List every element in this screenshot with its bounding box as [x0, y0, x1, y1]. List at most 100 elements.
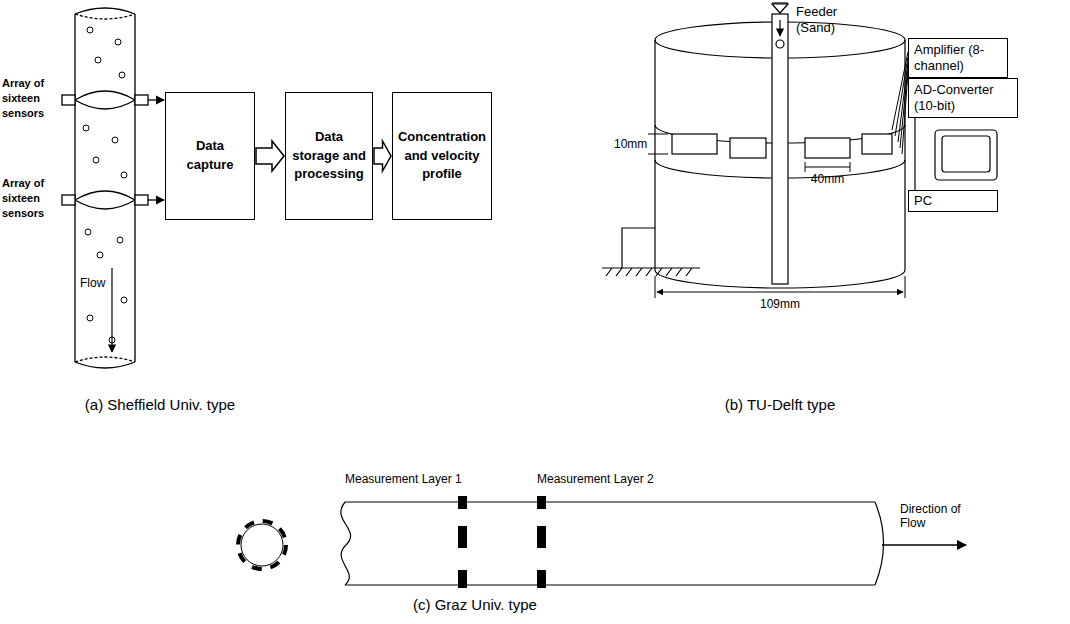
block-arrow	[256, 141, 284, 171]
node-text: Concentration and velocity profile	[398, 128, 486, 185]
layer-label: Measurement Layer 2	[537, 472, 667, 486]
pipe	[341, 502, 884, 585]
signal-wires	[900, 67, 908, 148]
bubbles	[85, 229, 91, 235]
signal-wires	[898, 62, 908, 142]
feeder-pipe	[772, 14, 788, 284]
sensor-array	[135, 195, 148, 205]
node-text: Amplifier (8-channel)	[914, 42, 1002, 73]
flow-arrow	[111, 268, 112, 352]
node-text: PC	[914, 193, 932, 209]
sensor-array	[62, 91, 148, 209]
flow-pipe	[75, 362, 135, 368]
bubbles	[83, 27, 127, 343]
pipe	[875, 502, 884, 585]
signal-arrow	[148, 199, 164, 200]
sensor-array	[75, 191, 135, 209]
caption: (c) Graz Univ. type	[385, 596, 565, 614]
dimension-line	[805, 167, 850, 168]
bubbles	[117, 237, 123, 243]
sensor-ring	[241, 524, 283, 566]
feeder-pipe	[772, 2, 788, 3]
electrode	[458, 496, 546, 588]
flow-pipe	[75, 8, 135, 368]
process-box: Data capture	[165, 92, 255, 220]
layer-label: Measurement Layer 1	[345, 472, 475, 486]
bubbles	[97, 252, 103, 258]
node-text: Data storage and processing	[292, 128, 366, 185]
flow-pipe	[75, 8, 135, 14]
bubbles	[83, 125, 89, 131]
flow-pipe	[75, 14, 135, 19]
dimension-line	[655, 276, 656, 298]
dimension-line	[648, 134, 905, 298]
bubbles	[121, 297, 127, 303]
monitor	[935, 130, 997, 180]
caption: (a) Sheffield Univ. type	[60, 396, 260, 414]
electrode	[537, 496, 546, 509]
process-box: Data storage and processing	[285, 92, 373, 220]
converter-box: AD-Converter (10-bit)	[908, 78, 1018, 118]
dimension-label: 109mm	[750, 297, 810, 311]
sensor-label: Array of sixteen sensors	[2, 176, 60, 221]
bubbles	[115, 39, 121, 45]
flow-label: Flow	[80, 276, 110, 290]
electrode	[862, 134, 892, 154]
dimension-line	[648, 154, 668, 155]
flow-arrow	[111, 268, 112, 352]
process-box: Concentration and velocity profile	[392, 92, 492, 220]
electrode	[458, 570, 467, 588]
flow-pipe	[75, 357, 135, 362]
bubbles	[95, 57, 101, 63]
feeder-pipe	[772, 3, 788, 284]
sensor-ring	[238, 521, 286, 569]
electrode	[458, 496, 467, 509]
electrode	[537, 526, 546, 548]
dimension-label: 10mm	[614, 137, 648, 151]
pipe	[345, 502, 875, 585]
electrode	[537, 570, 546, 588]
bubbles	[87, 315, 93, 321]
signal-arrow	[148, 99, 164, 100]
direction-arrow	[882, 544, 966, 546]
monitor	[935, 130, 997, 180]
node-text: Data capture	[172, 137, 248, 175]
electrode	[730, 138, 766, 158]
electrode	[805, 138, 850, 158]
caption: (b) TU-Delft type	[700, 396, 860, 414]
sensor-ring	[238, 521, 286, 569]
signal-arrow	[148, 100, 164, 200]
ground-symbol	[602, 228, 700, 276]
feeder-pipe	[776, 40, 784, 48]
bubbles	[87, 27, 93, 33]
bubbles	[93, 157, 99, 163]
direction-arrow	[882, 544, 966, 546]
flow-pipe	[75, 14, 135, 362]
signal-wires	[892, 52, 908, 154]
sensor-label: Array of sixteen sensors	[2, 76, 60, 121]
electrode	[672, 134, 717, 154]
monitor	[942, 136, 990, 172]
bubbles	[112, 137, 118, 143]
dimension-line	[657, 292, 903, 293]
feeder-label: Feeder (Sand)	[796, 4, 852, 35]
dimension-line	[905, 276, 906, 298]
direction-label: Direction of Flow	[900, 502, 962, 531]
feeder-pipe	[779, 20, 780, 36]
ground-symbol	[622, 228, 655, 268]
dimension-label: 40mm	[805, 172, 850, 186]
feeder-pipe	[772, 4, 788, 13]
sensor-array	[62, 195, 75, 205]
bubbles	[121, 172, 127, 178]
sensor-array	[62, 95, 75, 105]
ground-symbol	[606, 268, 692, 276]
block-arrow	[374, 141, 391, 171]
pipe	[341, 502, 351, 585]
dimension-line	[648, 134, 668, 135]
sensor-array	[135, 95, 148, 105]
pc-box: PC	[908, 190, 998, 212]
electrode	[458, 526, 467, 548]
bubbles	[119, 72, 125, 78]
node-text: AD-Converter (10-bit)	[914, 82, 1012, 113]
